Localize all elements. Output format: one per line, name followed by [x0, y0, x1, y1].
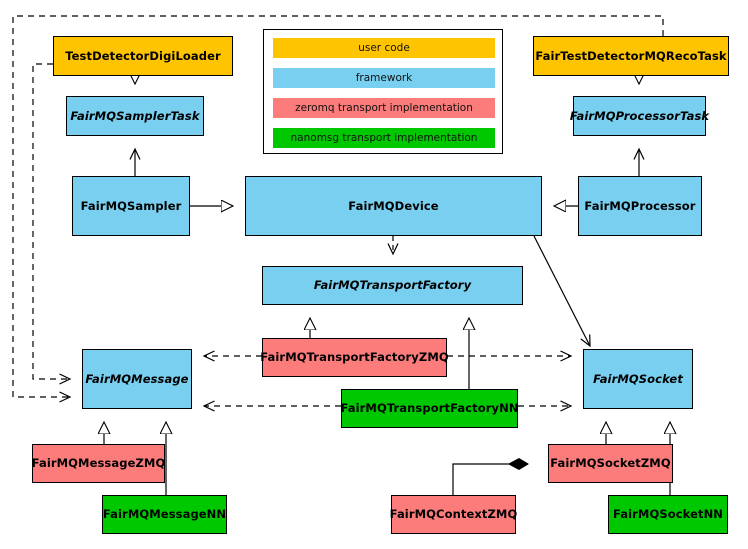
legend-label-nanomsg: nanomsg transport implementation: [290, 132, 478, 144]
class-box-FairMQMessage[interactable]: FairMQMessage: [82, 349, 192, 409]
class-box-label: FairMQSocketNN: [612, 507, 724, 522]
class-box-label: FairMQMessage: [85, 371, 189, 386]
class-box-label: FairMQSocketZMQ: [550, 456, 671, 471]
class-box-label: FairMQContextZMQ: [389, 507, 518, 522]
legend-label-user-code: user code: [358, 42, 410, 54]
class-box-label: FairMQSamplerTask: [70, 108, 200, 123]
class-box-FairMQContextZMQ[interactable]: FairMQContextZMQ: [389, 495, 518, 534]
edge-digiloader-message: [32, 63, 70, 379]
class-box-FairMQSocketNN[interactable]: FairMQSocketNN: [608, 495, 728, 534]
class-box-FairMQSocketZMQ[interactable]: FairMQSocketZMQ: [548, 444, 673, 483]
legend-item-zeromq: zeromq transport implementation: [273, 98, 495, 118]
legend-item-user-code: user code: [273, 38, 495, 58]
class-box-label: FairMQDevice: [348, 198, 439, 213]
legend-item-framework: framework: [273, 68, 495, 88]
class-box-FairMQSampler[interactable]: FairMQSampler: [72, 176, 190, 236]
class-box-label: FairMQMessageNN: [102, 507, 227, 522]
class-box-FairMQSocket[interactable]: FairMQSocket: [583, 349, 693, 409]
class-box-FairMQMessageZMQ[interactable]: FairMQMessageZMQ: [32, 444, 165, 483]
class-box-label: FairMQProcessor: [584, 198, 696, 213]
class-box-FairTestDetectorMQRecoTask[interactable]: FairTestDetectorMQRecoTask: [533, 36, 729, 76]
class-box-label: FairMQTransportFactoryNN: [340, 401, 519, 416]
edge-recotask-message: [12, 15, 664, 397]
edge-device-socket: [533, 235, 590, 346]
class-box-label: FairMQSocket: [593, 371, 683, 386]
class-box-FairMQMessageNN[interactable]: FairMQMessageNN: [102, 495, 227, 534]
legend-item-nanomsg: nanomsg transport implementation: [273, 128, 495, 148]
class-box-FairMQTransportFactoryNN[interactable]: FairMQTransportFactoryNN: [340, 389, 519, 428]
class-box-TestDetectorDigiLoader[interactable]: TestDetectorDigiLoader: [53, 36, 233, 76]
class-box-label: FairTestDetectorMQRecoTask: [535, 48, 727, 63]
class-box-label: FairMQTransportFactoryZMQ: [260, 350, 449, 365]
class-box-label: FairMQTransportFactory: [313, 278, 472, 293]
edge-contextzmq-socketzmq: [452, 464, 528, 495]
class-box-label: FairMQProcessorTask: [569, 108, 710, 123]
legend-panel: user code framework zeromq transport imp…: [263, 29, 503, 154]
legend-label-zeromq: zeromq transport implementation: [295, 102, 473, 114]
legend-label-framework: framework: [355, 72, 413, 84]
class-box-FairMQProcessorTask[interactable]: FairMQProcessorTask: [569, 96, 710, 136]
class-box-label: FairMQMessageZMQ: [31, 456, 166, 471]
class-box-FairMQTransportFactory[interactable]: FairMQTransportFactory: [262, 266, 523, 305]
class-box-FairMQDevice[interactable]: FairMQDevice: [245, 176, 542, 236]
class-box-label: TestDetectorDigiLoader: [65, 48, 221, 63]
class-box-FairMQProcessor[interactable]: FairMQProcessor: [578, 176, 702, 236]
class-box-label: FairMQSampler: [80, 198, 182, 213]
class-box-FairMQTransportFactoryZMQ[interactable]: FairMQTransportFactoryZMQ: [260, 338, 449, 377]
class-box-FairMQSamplerTask[interactable]: FairMQSamplerTask: [66, 96, 204, 136]
